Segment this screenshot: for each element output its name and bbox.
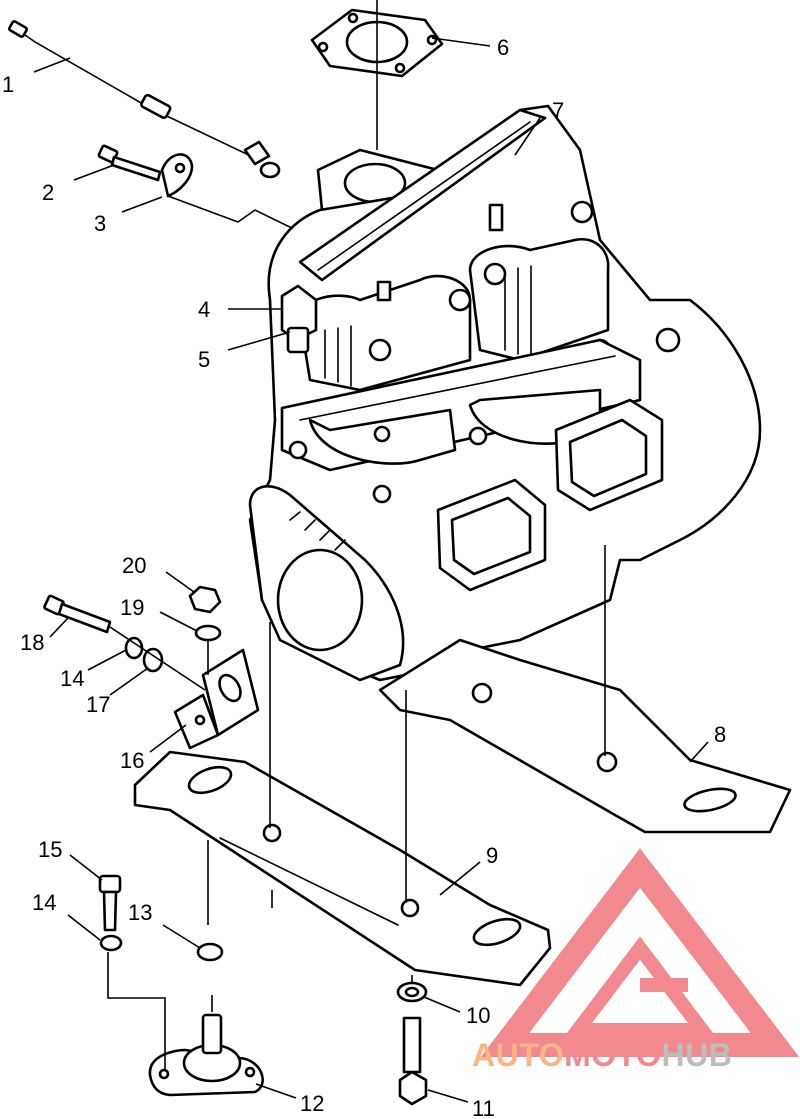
callout-19: 19: [120, 595, 144, 620]
part-washer-19: [194, 624, 222, 642]
callout-15: 15: [38, 837, 62, 862]
leader-3-engine: [167, 195, 301, 233]
part-screw-2: [97, 144, 162, 182]
callout-1: 1: [2, 72, 14, 97]
part-bolt-18: [43, 594, 112, 634]
callout-6: 6: [497, 35, 509, 60]
part-bracket-16: [173, 648, 260, 750]
part-washer-14-lower: [99, 934, 123, 952]
callout-8: 8: [714, 722, 726, 747]
callout-17: 17: [86, 692, 110, 717]
callout-18: 18: [20, 630, 44, 655]
callout-3: 3: [94, 211, 106, 236]
part-mount-plate-8: [378, 638, 792, 834]
automotohub-watermark: AUTOMOTOHUB: [472, 848, 800, 1073]
callout-4: 4: [198, 297, 210, 322]
part-rail-9: [133, 750, 552, 987]
part-motor-mount-12: [148, 1013, 264, 1097]
triangle-logo-icon: [480, 848, 800, 1057]
part-washer-13: [196, 942, 224, 962]
callout-leaders: [33, 37, 709, 1103]
callout-14-upper: 14: [60, 666, 84, 691]
part-nut-20: [188, 585, 222, 614]
leader-18-bracket: [109, 626, 206, 691]
callout-13: 13: [128, 900, 152, 925]
part-washer-10: [396, 981, 428, 1003]
part-engine: [248, 104, 762, 682]
callout-7: 7: [552, 98, 564, 123]
part-washer-14-upper: [124, 636, 144, 660]
callout-10: 10: [466, 1003, 490, 1028]
callout-9: 9: [486, 843, 498, 868]
part-terminal-3: [160, 153, 194, 198]
guide-lines: [107, 545, 606, 1070]
part-bolt-15: [98, 874, 122, 932]
callout-labels: 1 2 3 4 5 6 7 8 9 10 11 12 13 14 15 16 1…: [2, 35, 726, 1119]
part-bolt-11: [398, 1016, 428, 1106]
callout-11: 11: [472, 1096, 495, 1119]
callout-20: 20: [122, 553, 146, 578]
part-cable: [8, 20, 281, 179]
callout-2: 2: [42, 180, 54, 205]
callout-5: 5: [198, 347, 210, 372]
callout-12: 12: [300, 1091, 324, 1116]
callout-14-lower: 14: [32, 890, 56, 915]
callout-16: 16: [120, 748, 144, 773]
part-washer-17: [142, 647, 164, 673]
logo-wordmark: AUTOMOTOHUB: [472, 1037, 732, 1073]
